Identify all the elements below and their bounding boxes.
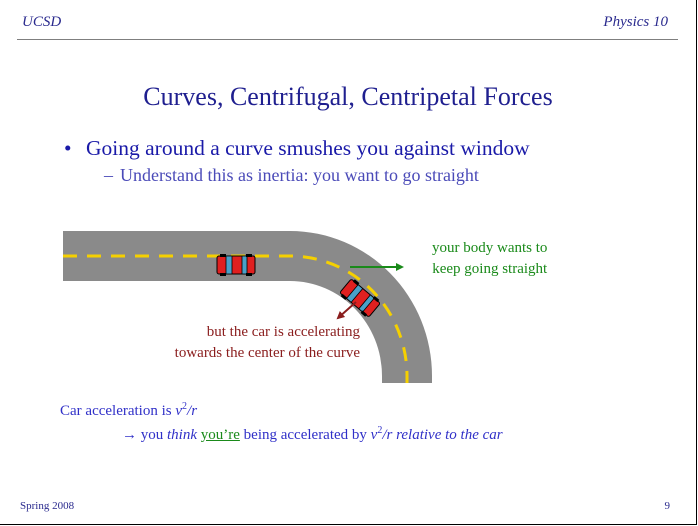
road (63, 231, 432, 383)
accel2-youre: you’re (200, 427, 240, 443)
accel-prefix: Car acceleration is (60, 403, 176, 419)
arrow-glyph: → (122, 427, 137, 443)
car-straight (216, 254, 256, 276)
header-right: Physics 10 (603, 14, 668, 30)
acceleration-line-2: → you think you’re being accelerated by … (122, 425, 503, 444)
sub-bullet-symbol: – (104, 165, 113, 185)
centripetal-arrow (336, 301, 357, 320)
lane-line (63, 254, 409, 383)
accel2-sq: 2 (377, 425, 383, 436)
bullet-symbol: • (64, 136, 72, 160)
page-number: 9 (664, 500, 671, 512)
accel2-v: v (370, 427, 378, 443)
sub-bullet-text: Understand this as inertia: you want to … (120, 165, 479, 185)
centripetal-note: but the car is accelerating towards the … (80, 322, 360, 364)
bullet-item: • Going around a curve smushes you agains… (64, 136, 530, 161)
centripetal-note-line-1: but the car is accelerating (206, 324, 360, 340)
footer-left: Spring 2008 (20, 500, 75, 512)
inertia-note: your body wants to keep going straight (432, 238, 547, 280)
accel2-think: think (167, 427, 197, 443)
accel-sq: 2 (182, 401, 188, 412)
acceleration-line-1: Car acceleration is v2/r (60, 401, 197, 420)
inertia-note-line-1: your body wants to (432, 240, 548, 256)
accel2-r: /r (382, 427, 393, 443)
accel2-relative: relative to the car (392, 427, 503, 443)
accel2-mid: being accelerated by (239, 427, 371, 443)
inertia-note-line-2: keep going straight (432, 261, 548, 277)
header-left: UCSD (22, 14, 62, 30)
car-curve (339, 279, 381, 317)
accel2-you: you (137, 427, 167, 443)
slide-title: Curves, Centrifugal, Centripetal Forces (143, 82, 553, 111)
bullet-text: Going around a curve smushes you against… (86, 136, 530, 160)
centripetal-note-line-2: towards the center of the curve (174, 345, 360, 361)
header-divider (17, 39, 678, 40)
sub-bullet-item: –Understand this as inertia: you want to… (104, 165, 479, 186)
accel-v: v (175, 403, 183, 419)
accel-r: /r (187, 403, 198, 419)
